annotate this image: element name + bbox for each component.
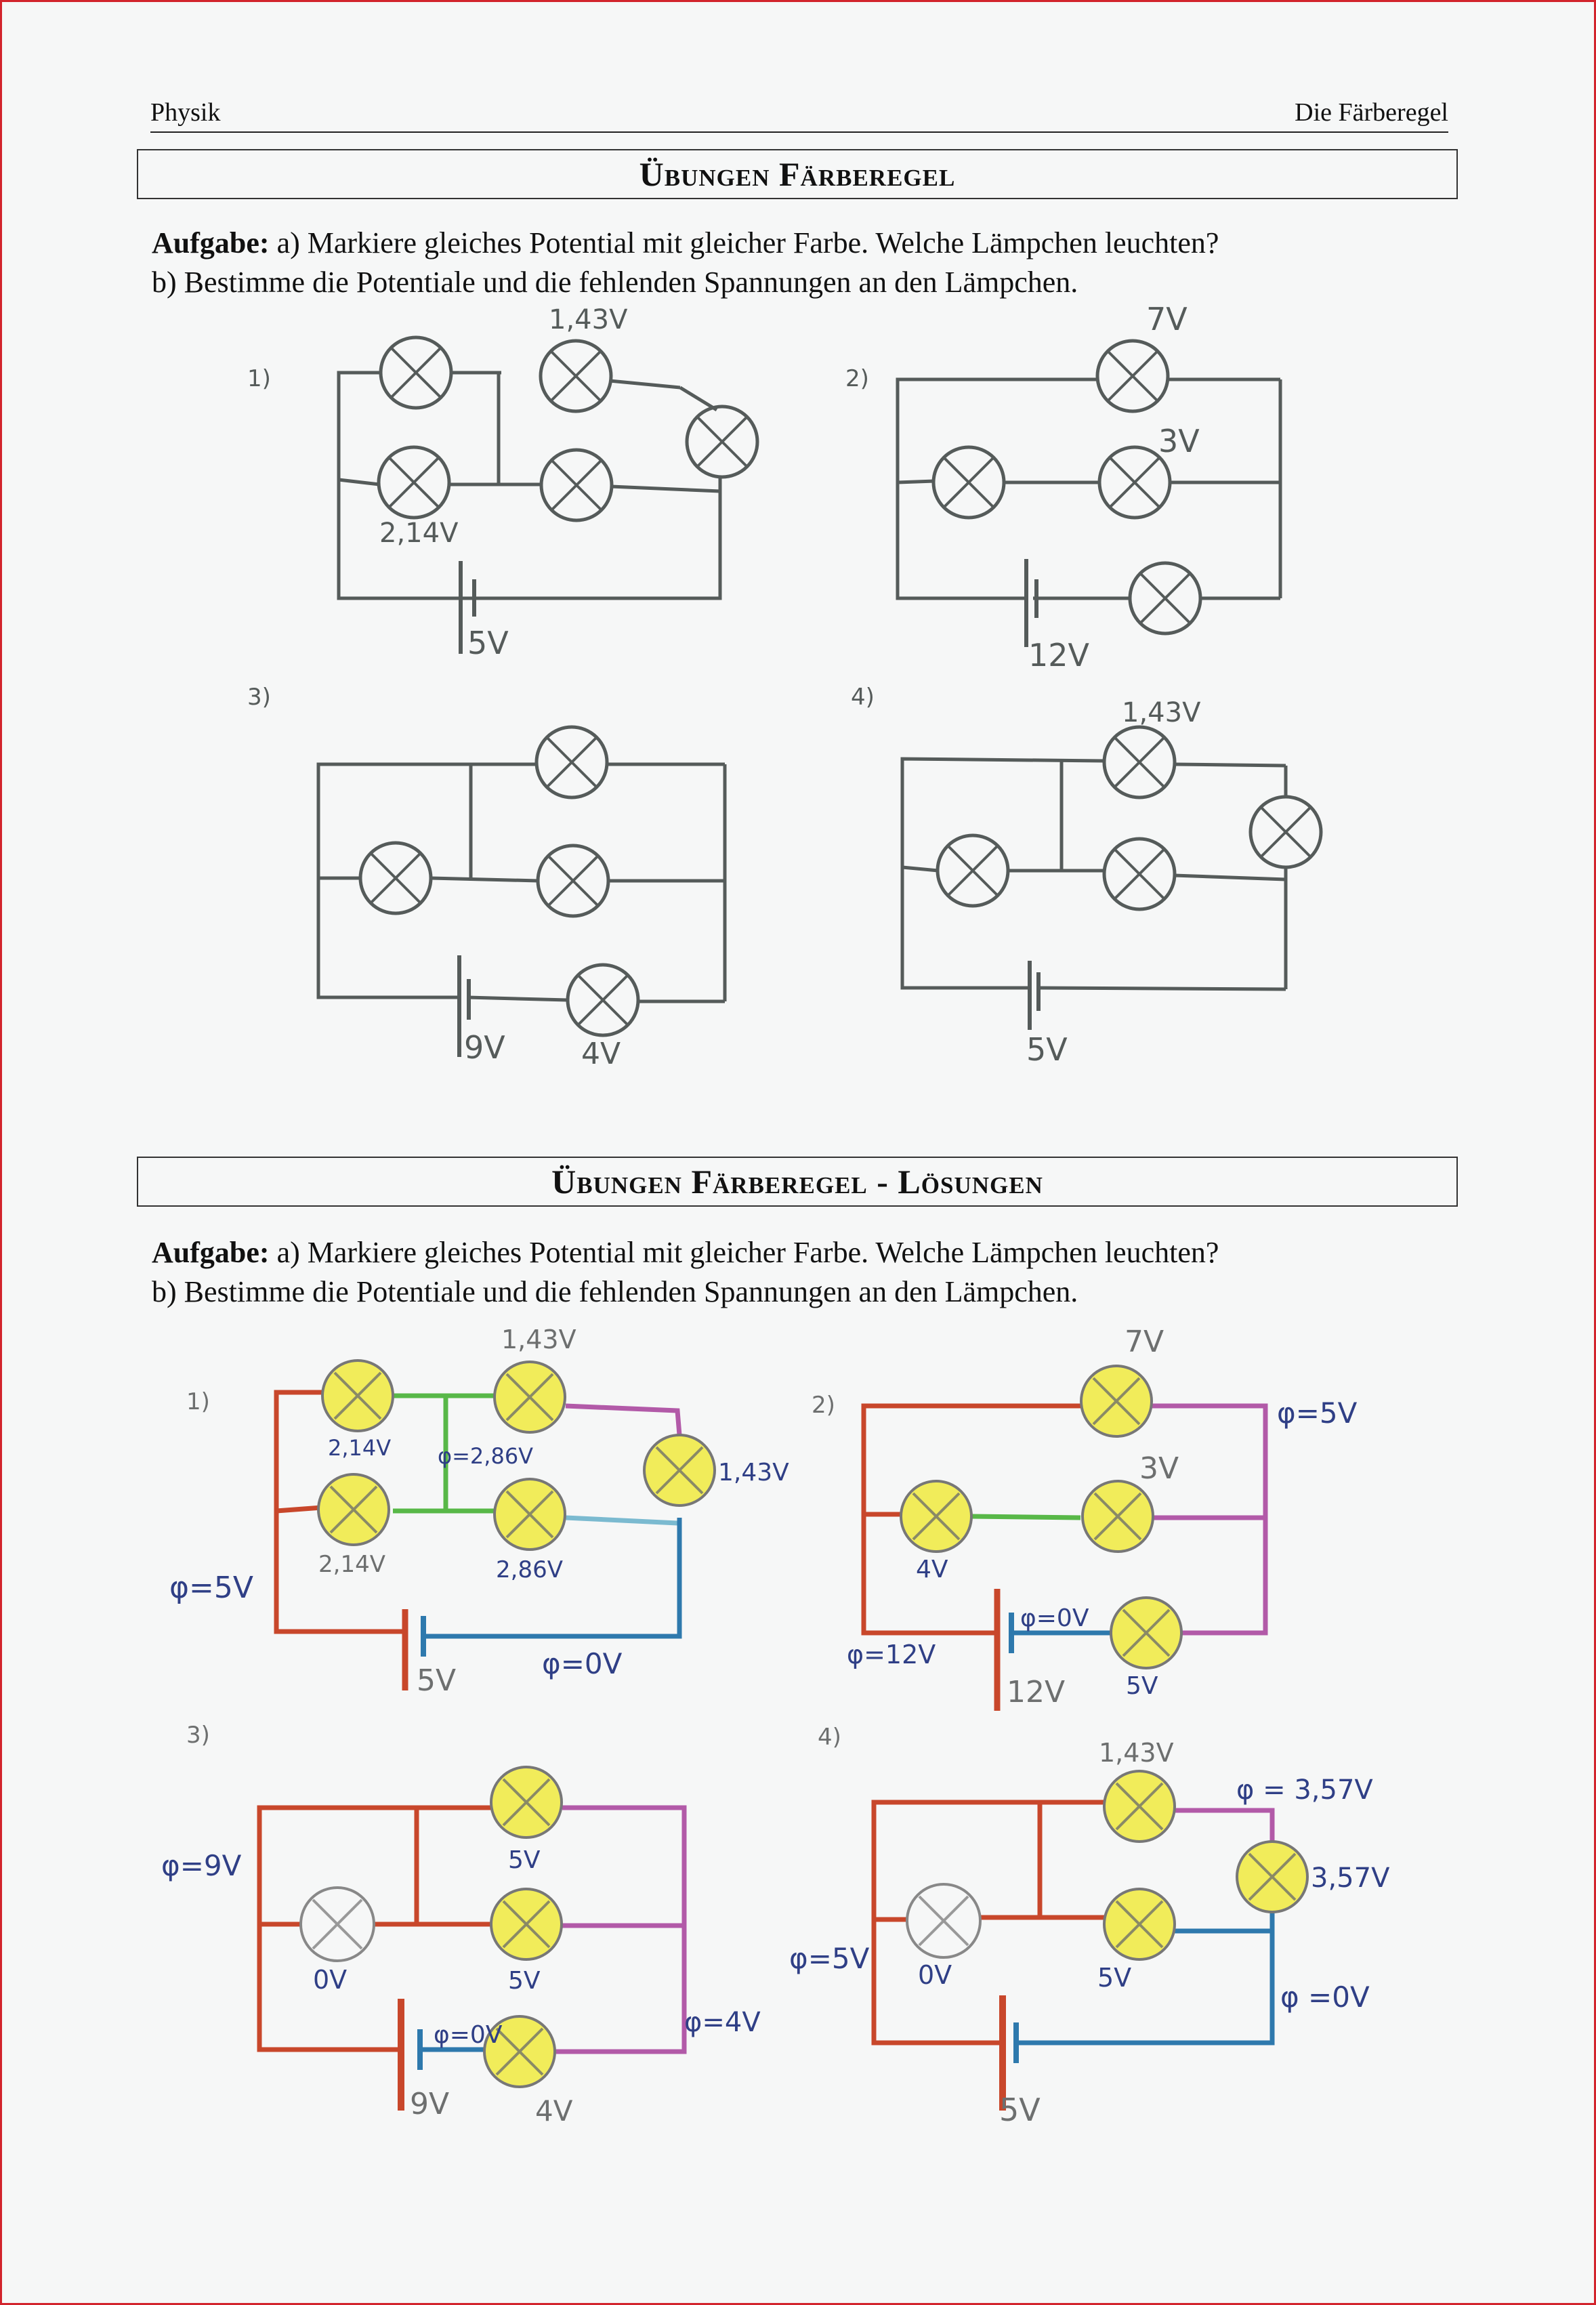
sol1-voltage-top: 1,43V (501, 1325, 576, 1354)
exercise-circuit-2 (896, 377, 1282, 647)
sol4-potential-left: φ=5V (789, 1942, 870, 1975)
ex3-number: 3) (247, 684, 271, 711)
sol1-lamp3-voltage: 2,14V (318, 1551, 385, 1578)
sol3-mid-lamp-voltage: 5V (508, 1967, 541, 1995)
ex2-battery-voltage: 12V (1028, 637, 1090, 673)
task-a: a) Markiere gleiches Potential mit gleic… (269, 226, 1219, 259)
task-label: Aufgabe: (152, 226, 270, 259)
exercise-labels: 1) 1,43V 2,14V 5V 2) 7V 3V 12V 3) 9V 4V … (247, 301, 1201, 1071)
sol2-bottom-lamp-voltage: 5V (1126, 1672, 1158, 1700)
sol4-number: 4) (818, 1724, 841, 1751)
sol4-potential-zero: φ =0V (1280, 1980, 1370, 2014)
sol4-battery-voltage: 5V (999, 2092, 1041, 2128)
solution-circuit-3-lamps (299, 1766, 563, 2088)
task-a-solutions: a) Markiere gleiches Potential mit gleic… (269, 1236, 1219, 1269)
sol1-number: 1) (186, 1388, 210, 1415)
ex1-battery-voltage: 5V (467, 625, 509, 661)
ex4-number: 4) (851, 684, 875, 711)
ex1-voltage-lamp: 2,14V (379, 518, 459, 549)
sol1-battery-voltage: 5V (417, 1663, 456, 1698)
sol1-potential-zero: φ=0V (542, 1647, 623, 1680)
exercise-circuit-1 (337, 371, 722, 654)
ex2-number: 2) (845, 365, 869, 392)
task-line-a: Aufgabe: a) Markiere gleiches Potential … (152, 224, 1439, 263)
sol2-number: 2) (812, 1392, 835, 1419)
sol4-potential-top: φ = 3,57V (1236, 1774, 1373, 1806)
sol1-potential-mid: φ=2,86V (438, 1443, 533, 1469)
task-text-solutions: Aufgabe: a) Markiere gleiches Potential … (152, 1233, 1439, 1312)
solution-circuit-4 (871, 1800, 1275, 2111)
ex3-battery-voltage: 9V (464, 1029, 505, 1066)
task-line-a-solutions: Aufgabe: a) Markiere gleiches Potential … (152, 1233, 1439, 1272)
ex2-voltage-mid: 3V (1158, 423, 1200, 459)
header-topic: Die Färberegel (1295, 98, 1448, 127)
sol2-left-lamp-voltage: 4V (916, 1556, 948, 1583)
sol3-top-lamp-voltage: 5V (508, 1846, 541, 1874)
sol2-voltage-mid: 3V (1139, 1451, 1179, 1486)
solution-labels: 1) 1,43V 2,14V φ=2,86V 1,43V 2,14V 2,86V… (161, 1325, 1390, 2128)
ex4-voltage-top: 1,43V (1122, 697, 1201, 728)
sol4-voltage-top: 1,43V (1099, 1738, 1174, 1768)
sol3-potential-right: φ=4V (684, 2007, 761, 2038)
ex2-voltage-top: 7V (1146, 301, 1188, 337)
sol1-lamp1-voltage: 2,14V (328, 1435, 391, 1461)
sol3-potential-left: φ=9V (161, 1849, 242, 1882)
sol2-potential-zero: φ=0V (1020, 1604, 1089, 1632)
solution-circuit-1 (274, 1390, 682, 1690)
exercise-circuit-4 (900, 757, 1288, 1030)
sol4-mid-lamp-voltage: 5V (1097, 1963, 1131, 1993)
solution-circuit-2 (861, 1403, 1268, 1711)
header-subject: Physik (150, 98, 221, 127)
sol3-potential-zero: φ=0V (434, 2021, 503, 2049)
sol1-lamp4-voltage: 2,86V (496, 1556, 563, 1583)
sol3-left-lamp-voltage: 0V (313, 1965, 347, 1995)
sol3-bottom-lamp-voltage: 4V (535, 2094, 573, 2127)
sol2-voltage-top: 7V (1125, 1325, 1164, 1359)
sol2-potential-left: φ=12V (847, 1640, 936, 1669)
sol1-right-lamp-voltage: 1,43V (718, 1459, 789, 1487)
exercise-circuit-3 (316, 762, 727, 1057)
running-header: Physik Die Färberegel (150, 94, 1448, 133)
section-title-solutions: Übungen Färberegel - Lösungen (137, 1157, 1458, 1207)
task-line-b: b) Bestimme die Potentiale und die fehle… (152, 266, 1078, 299)
sol2-potential-right: φ=5V (1277, 1396, 1358, 1430)
sol4-right-lamp-voltage: 3,57V (1311, 1863, 1390, 1894)
sol3-battery-voltage: 9V (410, 2087, 449, 2121)
sol2-battery-voltage: 12V (1007, 1675, 1065, 1709)
sol1-potential-left: φ=5V (169, 1571, 253, 1605)
ex4-battery-voltage: 5V (1026, 1031, 1068, 1068)
ex1-voltage-top: 1,43V (549, 304, 628, 335)
task-label-solutions: Aufgabe: (152, 1236, 270, 1269)
task-text-exercises: Aufgabe: a) Markiere gleiches Potential … (152, 224, 1439, 302)
sol3-number: 3) (186, 1722, 210, 1749)
solution-circuit-3 (257, 1805, 687, 2111)
ex1-number: 1) (247, 365, 271, 392)
sol4-left-lamp-voltage: 0V (918, 1960, 952, 1990)
task-line-b-solutions: b) Bestimme die Potentiale und die fehle… (152, 1275, 1078, 1308)
ex3-voltage-lamp: 4V (581, 1037, 621, 1071)
section-title-exercises: Übungen Färberegel (137, 149, 1458, 199)
